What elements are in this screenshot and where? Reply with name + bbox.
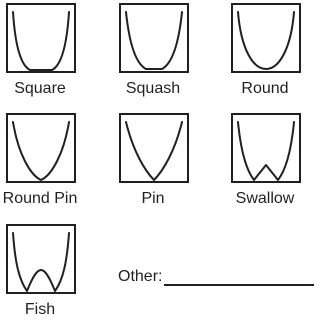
option-label: Round <box>241 80 289 97</box>
option-label: Square <box>14 80 66 97</box>
option-label: Squash <box>125 80 181 97</box>
other-label: Other: <box>118 268 163 285</box>
pin-tail-icon <box>119 113 189 183</box>
other-option[interactable]: Other: <box>118 268 315 286</box>
option-label: Fish <box>24 301 56 318</box>
squash-tail-icon <box>119 3 189 73</box>
fish-tail-icon <box>6 224 76 294</box>
square-tail-icon <box>6 3 76 73</box>
other-blank-line[interactable] <box>164 269 315 286</box>
round-tail-icon <box>231 3 301 73</box>
option-label: Round Pin <box>2 190 78 207</box>
round-pin-tail-icon <box>6 113 76 183</box>
option-label: Pin <box>141 190 165 207</box>
option-label: Swallow <box>235 190 295 207</box>
swallow-tail-icon <box>231 113 301 183</box>
